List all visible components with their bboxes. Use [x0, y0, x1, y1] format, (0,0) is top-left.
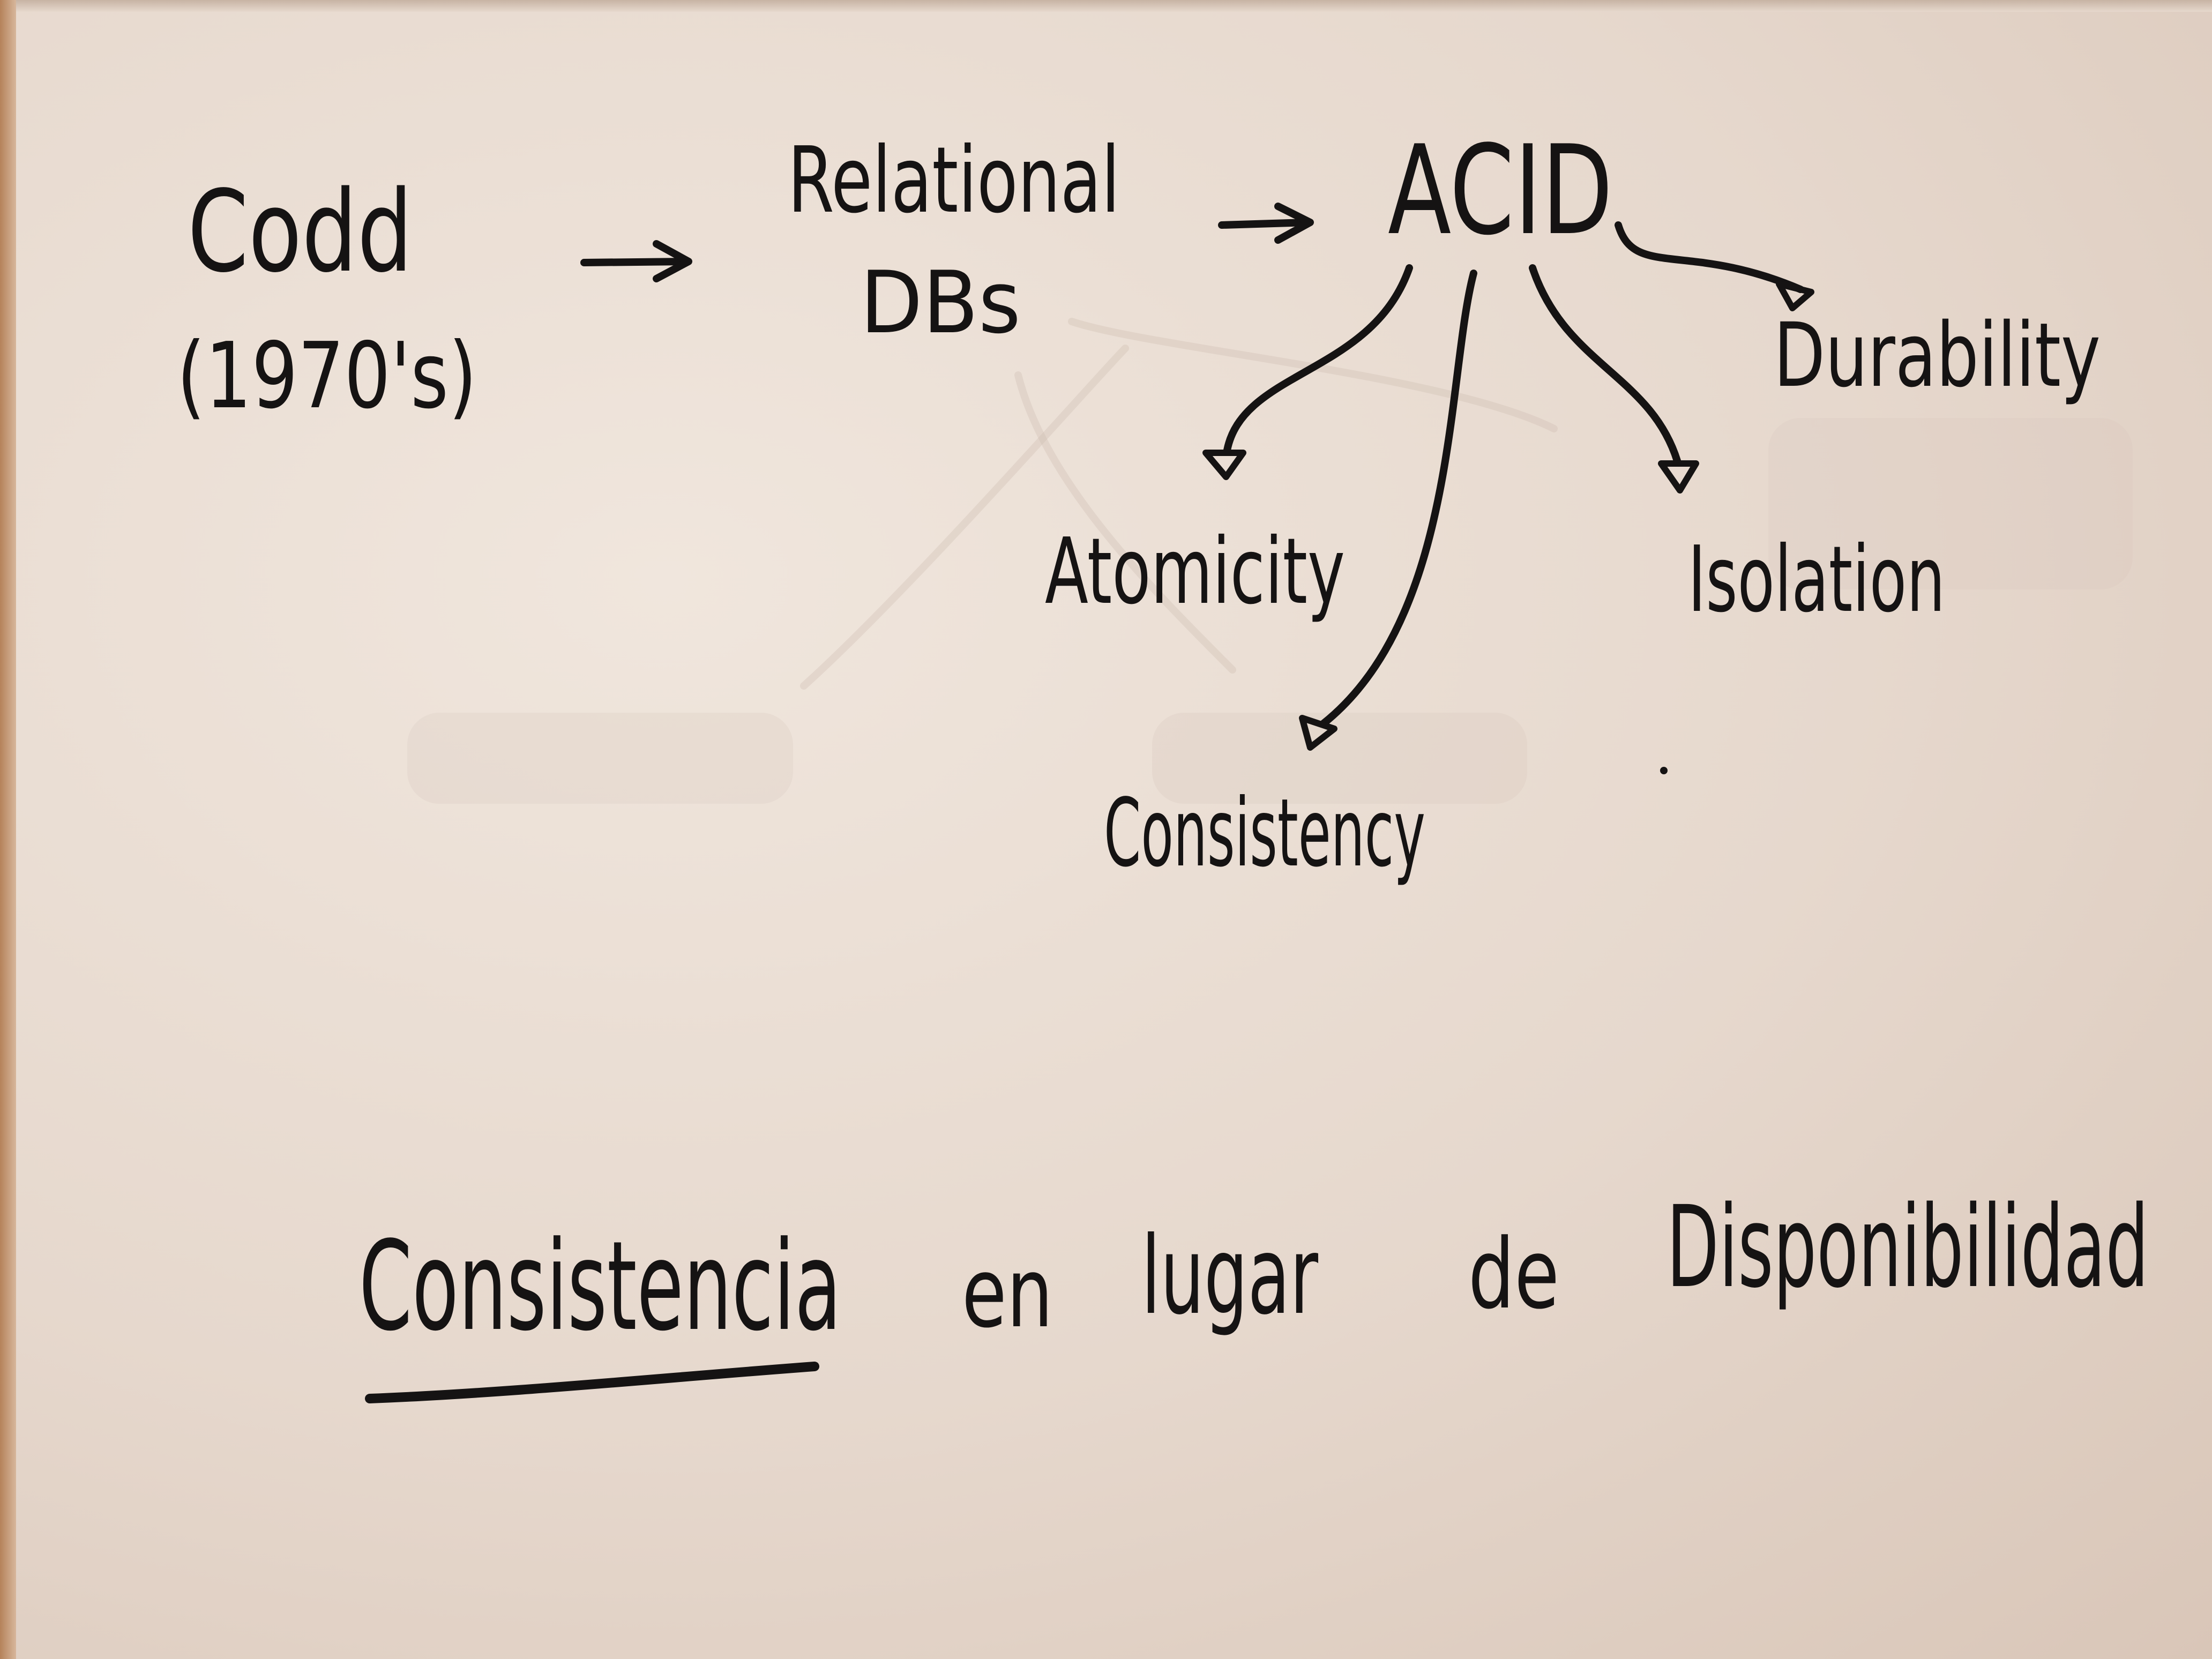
node-relational-line1: Relational	[788, 128, 1120, 234]
arrow-relational-to-acid	[1218, 203, 1314, 244]
caption-word-disponibilidad: Disponibilidad	[1667, 1182, 2149, 1313]
caption-underlined-word: Consistencia	[359, 1215, 841, 1358]
paper-top-edge	[0, 0, 2212, 12]
arrow-acid-to-consistency	[1299, 270, 1477, 751]
node-isolation: Isolation	[1688, 527, 1945, 633]
node-acid: ACID	[1388, 119, 1613, 263]
arrow-acid-to-durability	[1615, 221, 1814, 311]
caption-word-de: de	[1468, 1219, 1559, 1331]
paper-left-edge	[0, 0, 16, 1659]
node-relational-line2: DBs	[860, 252, 1021, 353]
node-atomicity: Atomicity	[1045, 519, 1345, 625]
caption: Consistencia en lugar de Disponibilidad	[359, 1182, 2149, 1403]
caption-word-lugar: lugar	[1141, 1214, 1318, 1339]
arrow-acid-to-atomicity	[1202, 264, 1413, 480]
node-codd-year: (1970's)	[177, 323, 477, 429]
arrow-codd-to-relational	[580, 240, 692, 282]
node-codd: Codd	[188, 166, 413, 297]
caption-underline	[365, 1362, 819, 1403]
ink-dot	[1660, 767, 1668, 774]
node-consistency: Consistency	[1104, 779, 1425, 888]
caption-word-en: en	[962, 1237, 1053, 1349]
node-durability: Durability	[1774, 304, 2101, 407]
arrow-acid-to-isolation	[1529, 264, 1699, 494]
bleed-through-marks	[407, 318, 2133, 804]
